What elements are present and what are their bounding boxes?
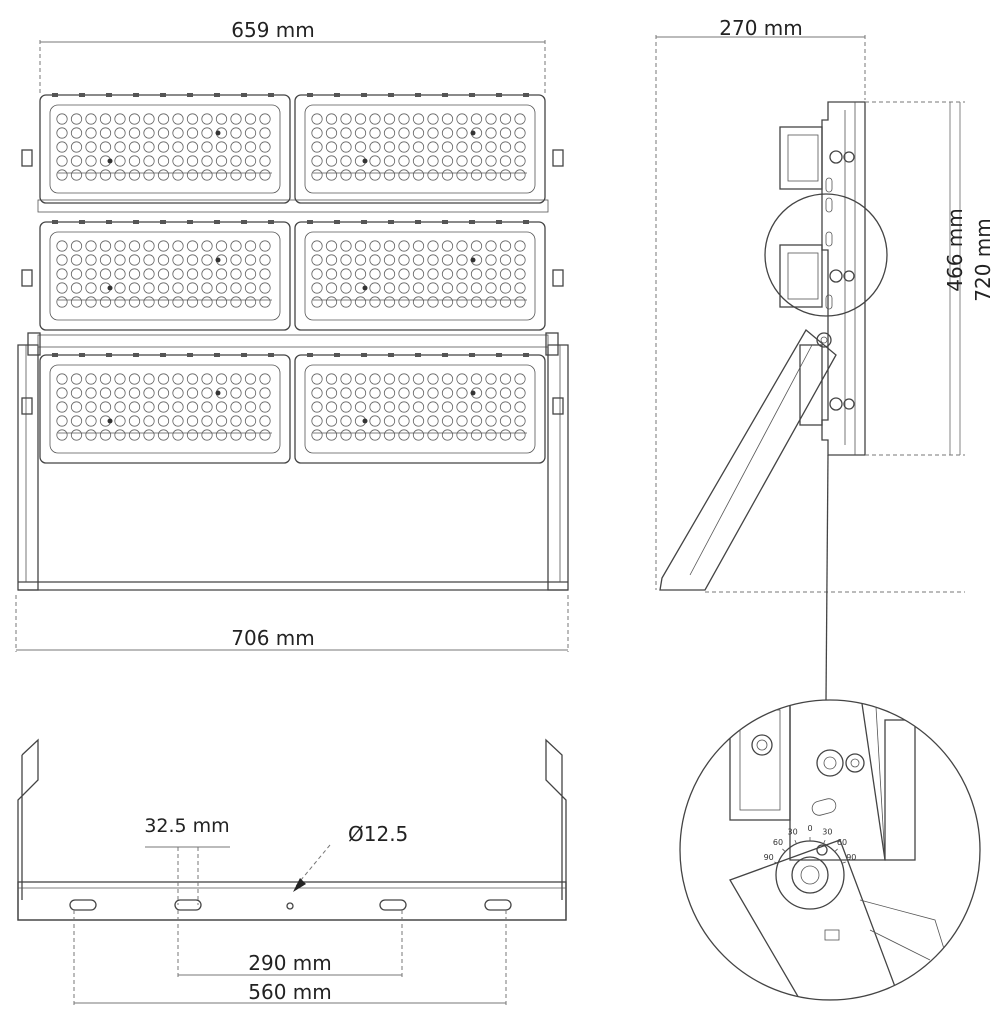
outer-hole-spacing-label: 560 mm <box>248 980 332 1004</box>
overall-height-label: 720 mm <box>971 218 995 302</box>
tilt-scale-tick <box>834 848 838 852</box>
led-modules <box>39 93 546 464</box>
led-module <box>294 220 546 331</box>
inner-hole-spacing-label: 290 mm <box>248 951 332 975</box>
tilt-scale-label: 30 <box>788 828 798 837</box>
front-width-label: 659 mm <box>231 18 315 42</box>
tilt-scale-tick <box>794 839 797 844</box>
tilt-scale-label: 60 <box>773 838 783 847</box>
tilt-scale: 90 60 30 0 30 60 90 <box>764 824 856 864</box>
bottom-view: 32.5 mm Ø12.5 290 mm 560 mm <box>17 738 567 1005</box>
module-height-label: 466 mm <box>943 208 967 292</box>
side-depth-label: 270 mm <box>719 16 803 40</box>
side-clamps <box>21 149 564 415</box>
tilt-scale-tick <box>823 839 826 844</box>
tilt-scale-tick <box>841 861 846 864</box>
tilt-scale-tick <box>782 848 786 852</box>
overall-width-label: 706 mm <box>231 626 315 650</box>
tilt-scale-label: 30 <box>822 828 832 837</box>
tilt-scale-label: 90 <box>846 853 856 862</box>
led-module <box>39 220 291 331</box>
led-module <box>39 353 291 464</box>
detail-view: 90 60 30 0 30 60 90 <box>679 699 981 1001</box>
led-module <box>294 353 546 464</box>
tilt-scale-label: 60 <box>837 838 847 847</box>
led-module <box>39 93 291 204</box>
tilt-scale-label: 90 <box>764 853 774 862</box>
tilt-scale-label: 0 <box>807 824 812 833</box>
slot-width-label: 32.5 mm <box>144 815 229 837</box>
hole-diameter-label: Ø12.5 <box>348 822 408 846</box>
front-view: 659 mm 706 mm <box>15 18 569 652</box>
side-view: 270 mm 466 mm 720 mm <box>655 16 995 701</box>
led-module <box>294 93 546 204</box>
